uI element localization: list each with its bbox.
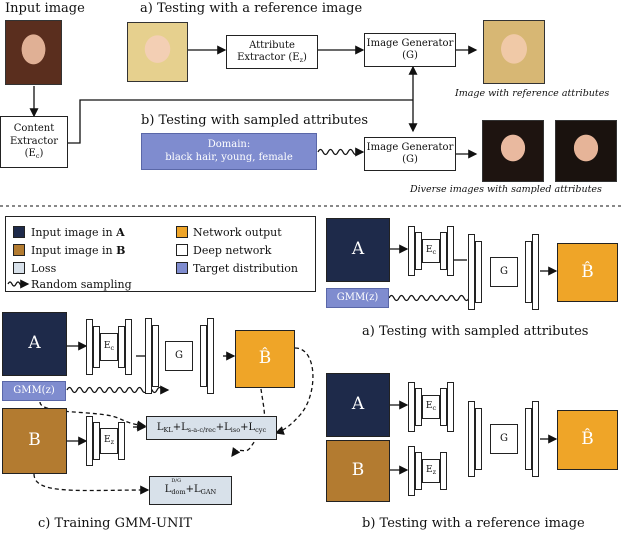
train-ez-label: Ez <box>100 428 118 454</box>
legend-label-random-sampling: Random sampling <box>31 278 132 291</box>
train-input-a: A <box>2 312 67 376</box>
test-b-output-bhat: B̂ <box>557 410 618 470</box>
test-a-ec-layer-1 <box>408 226 415 276</box>
legend-swatch-output <box>176 226 188 238</box>
caption-test-a: a) Testing with sampled attributes <box>362 324 589 339</box>
test-b-g-label: G <box>490 424 518 454</box>
output-photo-sampled-1 <box>482 120 544 182</box>
test-a-g-label: G <box>490 257 518 287</box>
caption-test-b: b) Testing with a reference image <box>362 516 585 531</box>
image-generator-box-1: Image Generator (G) <box>364 33 456 67</box>
input-image-label: Input image <box>5 1 85 16</box>
test-b-ez-layer-3 <box>440 452 447 490</box>
test-b-ec-layer-2 <box>415 388 422 426</box>
test-b-ec-layer-1 <box>408 382 415 432</box>
test-a-ec-layer-4 <box>447 226 454 276</box>
test-a-ec-layer-2 <box>415 232 422 270</box>
test-b-ec-label: Ec <box>422 395 440 419</box>
squiggle-gmm-to-g <box>66 385 170 395</box>
test-b-g-layer-1 <box>468 401 475 477</box>
train-ez-layer-2 <box>93 422 100 460</box>
train-ec-layer-4 <box>125 319 132 375</box>
legend <box>5 216 316 292</box>
loss-box-1: LKL+Ls-a-c/rec+Liso+Lcyc <box>146 416 277 440</box>
output-photo-sampled-2 <box>555 120 617 182</box>
caption-training: c) Training GMM-UNIT <box>38 516 193 531</box>
train-g-layer-4 <box>207 318 214 394</box>
squiggle-test-a-gmm <box>388 293 480 303</box>
domain-box: Domain: black hair, young, female <box>141 133 317 170</box>
legend-swatch-network <box>176 244 188 256</box>
legend-label-b: Input image in B <box>31 244 126 257</box>
caption-reference-attributes: Image with reference attributes <box>455 88 610 99</box>
train-g-layer-2 <box>152 325 159 387</box>
caption-sampled-attributes: Diverse images with sampled attributes <box>410 184 602 195</box>
test-a-output-bhat: B̂ <box>557 243 618 302</box>
train-ec-layer-1 <box>86 319 93 375</box>
dashed-bhat-to-loss1 <box>274 347 314 435</box>
reference-photo <box>127 22 188 82</box>
legend-swatch-target <box>176 262 188 274</box>
train-g-label: G <box>165 341 193 371</box>
train-gmm: GMM(z) <box>2 381 66 401</box>
test-a-gmm: GMM(z) <box>326 288 389 308</box>
train-g-layer-1 <box>145 318 152 394</box>
train-ec-layer-3 <box>118 326 125 368</box>
test-b-g-layer-4 <box>532 401 539 477</box>
test-a-g-layer-2 <box>475 241 482 303</box>
test-b-ez-layer-2 <box>415 452 422 490</box>
legend-swatch-b <box>13 244 25 256</box>
section-a-title: a) Testing with a reference image <box>140 1 363 16</box>
test-b-input-b: B <box>326 440 390 502</box>
legend-label-output: Network output <box>193 226 282 239</box>
legend-squiggle <box>7 279 30 289</box>
attribute-extractor-box: Attribute Extractor (Ez) <box>226 35 318 69</box>
legend-swatch-loss <box>13 262 25 274</box>
legend-label-target: Target distribution <box>193 262 298 275</box>
output-photo-reference <box>483 20 545 84</box>
squiggle-domain-to-gen <box>317 147 365 157</box>
test-b-ez-label: Ez <box>422 459 440 483</box>
train-ec-label: Ec <box>100 333 118 361</box>
legend-swatch-a <box>13 226 25 238</box>
test-a-ec-label: Ec <box>422 239 440 263</box>
train-input-b: B <box>2 408 67 474</box>
test-a-g-layer-1 <box>468 234 475 310</box>
test-a-input-a: A <box>326 218 390 282</box>
train-g-layer-3 <box>200 325 207 387</box>
test-a-g-layer-4 <box>532 234 539 310</box>
image-generator-box-2: Image Generator (G) <box>364 137 456 171</box>
test-b-ez-layer-1 <box>408 446 415 496</box>
test-b-input-a: A <box>326 373 390 437</box>
train-output-bhat: B̂ <box>235 330 295 388</box>
test-b-ec-layer-4 <box>447 382 454 432</box>
dashed-bhat-to-loss2 <box>231 381 266 458</box>
legend-label-loss: Loss <box>31 262 57 275</box>
input-photo <box>5 20 62 85</box>
legend-label-network: Deep network <box>193 244 272 257</box>
section-b-title: b) Testing with sampled attributes <box>141 113 369 128</box>
test-a-g-layer-3 <box>525 241 532 303</box>
dashed-b-to-loss2 <box>33 473 150 495</box>
train-ec-layer-2 <box>93 326 100 368</box>
test-a-ec-layer-3 <box>440 232 447 270</box>
line-content-to-gens <box>68 99 413 144</box>
train-ez-layer-3 <box>118 422 125 460</box>
content-extractor-box: Content Extractor (Ec) <box>0 116 68 168</box>
train-ez-layer-1 <box>86 416 93 466</box>
test-b-ec-layer-3 <box>440 388 447 426</box>
legend-label-a: Input image in A <box>31 226 125 239</box>
test-b-g-layer-2 <box>475 408 482 470</box>
test-b-g-layer-3 <box>525 408 532 470</box>
